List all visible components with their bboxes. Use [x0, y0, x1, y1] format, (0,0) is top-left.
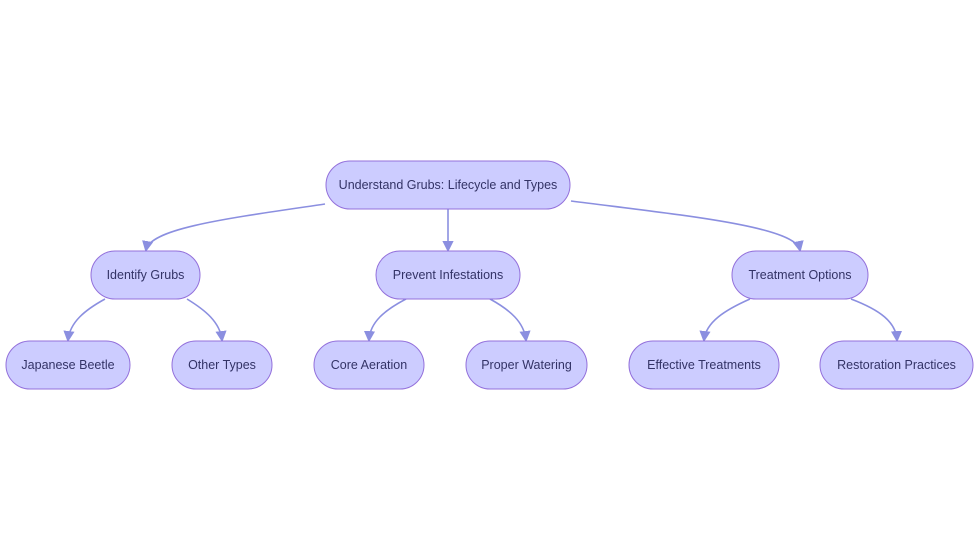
- edges-layer: [63, 200, 903, 343]
- node-treatment-options-label: Treatment Options: [748, 268, 851, 282]
- edge-prevent-core: [363, 298, 407, 343]
- node-root[interactable]: Understand Grubs: Lifecycle and Types: [325, 160, 571, 210]
- node-proper-watering[interactable]: Proper Watering: [465, 340, 588, 390]
- node-prevent-infestations[interactable]: Prevent Infestations: [375, 250, 521, 300]
- edge-identify-japanese: [63, 298, 106, 343]
- node-other-types-label: Other Types: [188, 358, 256, 372]
- node-effective-treatments-label: Effective Treatments: [647, 358, 761, 372]
- node-identify-grubs-label: Identify Grubs: [107, 268, 185, 282]
- node-prevent-infestations-label: Prevent Infestations: [393, 268, 503, 282]
- node-japanese-beetle-label: Japanese Beetle: [21, 358, 114, 372]
- edge-root-identify: [142, 203, 326, 253]
- node-identify-grubs[interactable]: Identify Grubs: [90, 250, 201, 300]
- node-effective-treatments[interactable]: Effective Treatments: [628, 340, 780, 390]
- node-restoration-practices-label: Restoration Practices: [837, 358, 956, 372]
- node-core-aeration-label: Core Aeration: [331, 358, 407, 372]
- node-restoration-practices[interactable]: Restoration Practices: [819, 340, 974, 390]
- node-japanese-beetle[interactable]: Japanese Beetle: [5, 340, 131, 390]
- edge-identify-other: [186, 298, 227, 343]
- edge-prevent-watering: [489, 298, 531, 343]
- edge-root-treatment: [570, 200, 804, 253]
- node-other-types[interactable]: Other Types: [171, 340, 273, 390]
- node-treatment-options[interactable]: Treatment Options: [731, 250, 869, 300]
- node-proper-watering-label: Proper Watering: [481, 358, 572, 372]
- node-root-label: Understand Grubs: Lifecycle and Types: [339, 178, 558, 192]
- edge-treatment-restoration: [850, 298, 903, 343]
- nodes-layer: Understand Grubs: Lifecycle and Types Id…: [5, 160, 974, 390]
- edge-treatment-effective: [699, 298, 751, 343]
- node-core-aeration[interactable]: Core Aeration: [313, 340, 425, 390]
